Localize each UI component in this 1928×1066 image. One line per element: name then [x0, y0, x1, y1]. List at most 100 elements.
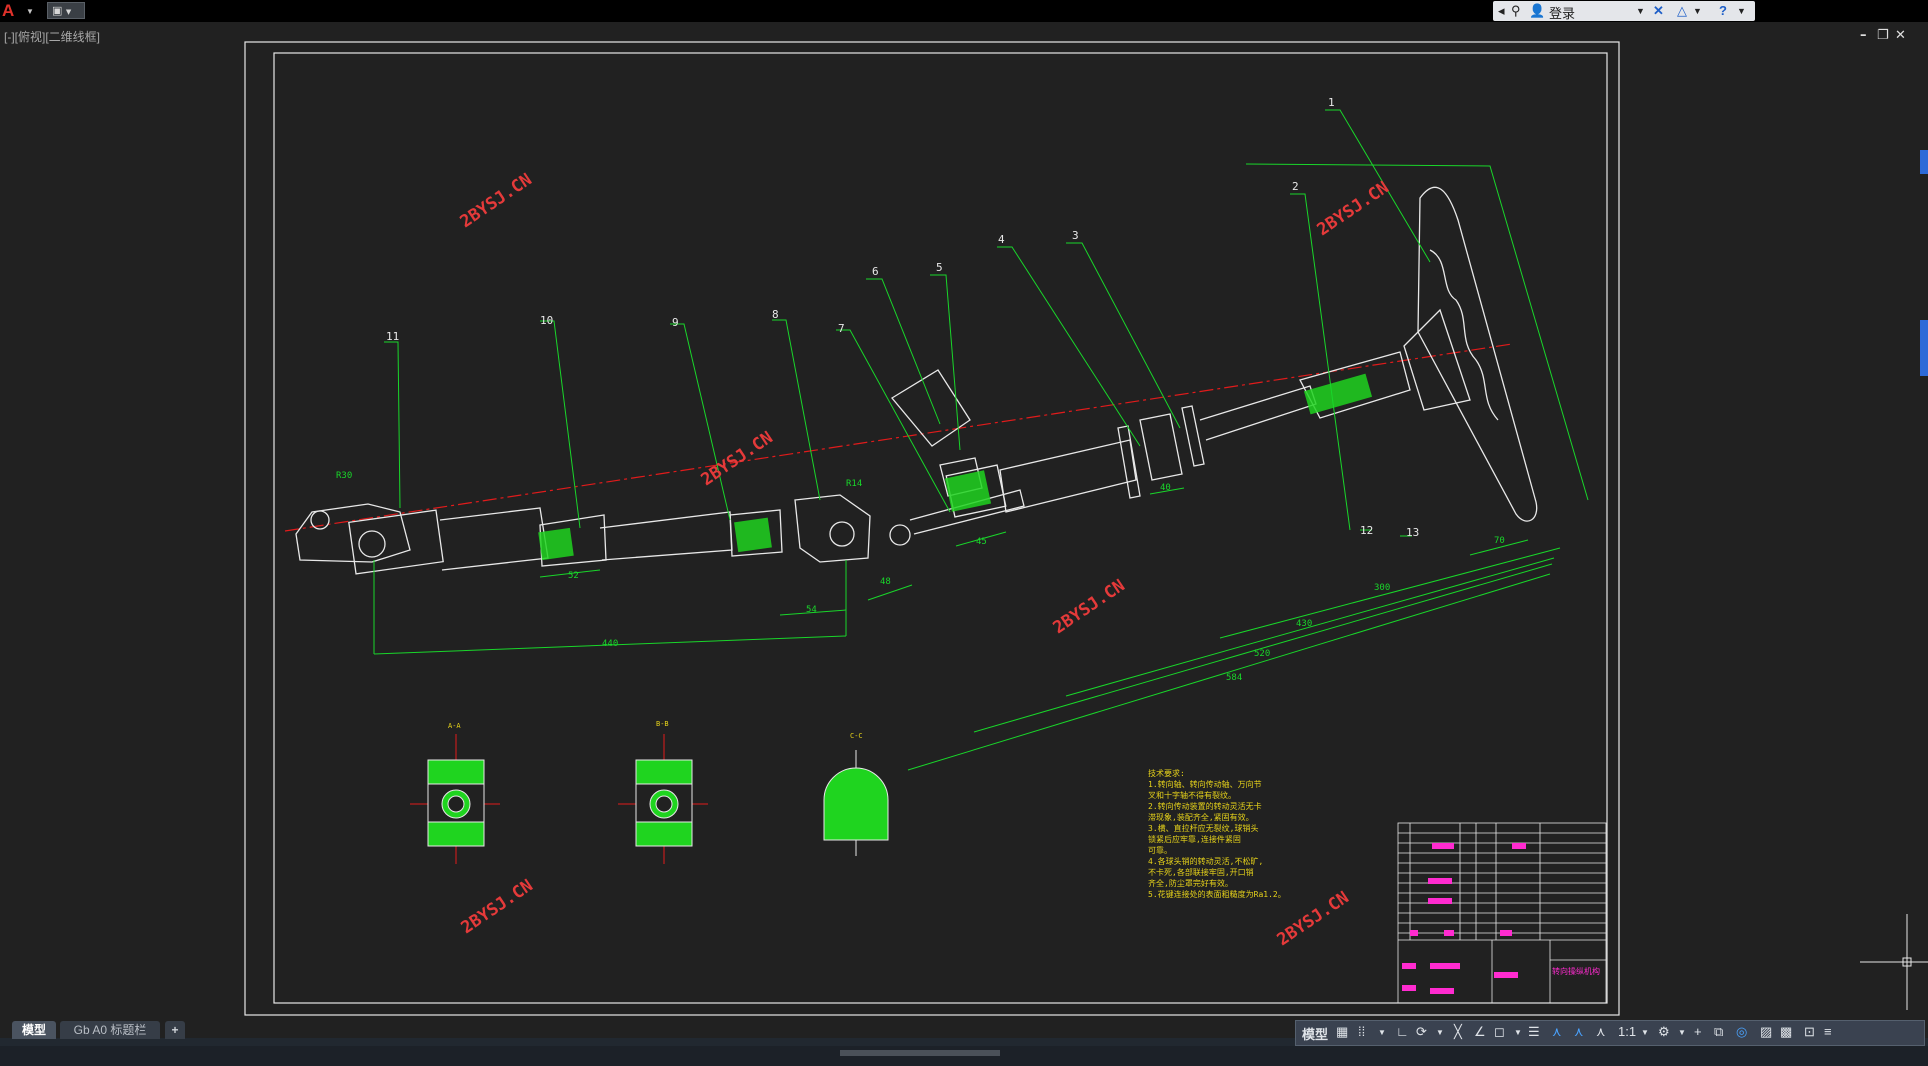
section-label: A-A [448, 722, 461, 730]
quick-access-toolbar[interactable]: ▣ ▼ [47, 2, 85, 19]
workspace-gear-icon[interactable]: ⚙ [1658, 1024, 1670, 1039]
close-icon[interactable]: ✕ [1895, 28, 1906, 43]
dimension-text: 440 [602, 639, 618, 649]
model-space-button[interactable]: 模型 [1302, 1027, 1329, 1042]
tab-model[interactable]: 模型 [12, 1021, 56, 1039]
sheet-outer-border [244, 41, 1620, 1016]
help-icon[interactable]: ? [1719, 3, 1727, 18]
dimension-text: R30 [336, 471, 352, 481]
clean-screen-icon[interactable]: ⊡ [1804, 1024, 1815, 1039]
dimension-text: 70 [1494, 536, 1505, 546]
part-number: 10 [540, 314, 553, 327]
watermarks: 2BYSJ.CN 2BYSJ.CN 2BYSJ.CN 2BYSJ.CN 2BYS… [457, 170, 1393, 950]
chevron-down-icon[interactable]: ▼ [1436, 1028, 1444, 1037]
universal-joint-2 [794, 494, 871, 563]
viewcube-fragment[interactable] [1920, 150, 1928, 174]
tech-line: 不卡死,各部联接牢固,开口销 [1148, 867, 1254, 877]
hatch-3 [944, 470, 992, 512]
chevron-down-icon[interactable]: ▼ [1378, 1028, 1386, 1037]
dimension-texts: 440 52 54 48 45 40 70 300 430 520 584 R1… [336, 471, 1505, 683]
quick-properties-icon[interactable]: ⧉ [1714, 1024, 1724, 1039]
steering-wheel-rim [1417, 186, 1538, 522]
object-snap-icon[interactable]: ◻ [1494, 1024, 1505, 1039]
snap-icon[interactable]: ⁞⁞ [1358, 1024, 1366, 1039]
part-number-labels: 1 2 3 4 5 6 7 8 9 10 11 12 13 [386, 96, 1419, 539]
a360-icon[interactable]: △ [1677, 3, 1687, 18]
dimension-text: R14 [846, 479, 862, 489]
part-number: 13 [1406, 526, 1419, 539]
title-block-drawing-name: 转向操纵机构 [1552, 966, 1600, 976]
dimension-text: 52 [568, 571, 579, 581]
chevron-down-icon[interactable]: ▼ [1678, 1028, 1686, 1037]
annotation-scale-value[interactable]: 1:1 [1618, 1024, 1637, 1039]
restore-icon[interactable]: ❐ [1877, 28, 1889, 43]
tech-line: 5.花键连接处的表面粗糙度为Ra1.2。 [1148, 889, 1286, 899]
auto-scale-icon[interactable]: ⋏ [1574, 1024, 1584, 1039]
dimension-text: 40 [1160, 483, 1171, 493]
watermark: 2BYSJ.CN [458, 876, 537, 938]
ortho-icon[interactable]: ∟ [1396, 1024, 1409, 1039]
chevron-down-icon[interactable]: ▼ [1641, 1028, 1649, 1037]
polar-tracking-icon[interactable]: ⟳ [1416, 1024, 1427, 1039]
chevron-down-icon[interactable]: ▼ [1514, 1028, 1522, 1037]
hardware-acceleration-icon[interactable]: ▨ [1760, 1024, 1773, 1039]
annotation-scale-icon[interactable]: ⋏ [1596, 1024, 1606, 1039]
universal-joint-1 [348, 509, 444, 575]
yoke-pin [358, 530, 386, 558]
section-label: C-C [850, 732, 863, 740]
chevron-down-icon[interactable]: ▼ [1737, 6, 1746, 16]
application-menu-button[interactable]: A ▼ [2, 1, 36, 21]
cursor-crosshair [1860, 914, 1928, 1010]
object-snap-tracking-icon[interactable]: ∠ [1474, 1024, 1486, 1039]
application-title-bar: A ▼ ▣ ▼ ◂ ⚲ 👤 登录 ▼ ✕ △ ▼ ? ▼ [0, 0, 1928, 22]
lock-ui-icon[interactable]: ▩ [1780, 1024, 1793, 1039]
add-layout-button[interactable]: + [165, 1021, 185, 1039]
isolate-objects-icon[interactable]: ◎ [1736, 1024, 1748, 1039]
dimension-text: 300 [1374, 583, 1390, 593]
dimension-text: 54 [806, 605, 817, 615]
dimension-lines [373, 163, 1589, 771]
customization-menu-icon[interactable]: ≡ [1824, 1024, 1832, 1039]
chevron-down-icon: ▼ [65, 8, 72, 16]
section-view-a: A-A [410, 722, 500, 864]
sheet-inner-border [273, 52, 1608, 1004]
plus-icon[interactable]: + [1694, 1024, 1702, 1039]
part-number: 5 [936, 261, 943, 274]
grid-icon[interactable]: ▦ [1336, 1024, 1349, 1039]
chevron-down-icon[interactable]: ▼ [1693, 6, 1702, 16]
part-number: 4 [998, 233, 1005, 246]
signin-button[interactable]: 登录 [1549, 6, 1576, 21]
annotation-visibility-icon[interactable]: ⋏ [1552, 1024, 1562, 1039]
part-number: 7 [838, 322, 845, 335]
section-label: B-B [656, 720, 669, 728]
navigation-bar-fragment[interactable] [1920, 320, 1928, 376]
section-view-b: B-B [618, 720, 708, 864]
wheel-hub [1403, 308, 1471, 411]
dimension-text: 48 [880, 577, 891, 587]
tech-line: 滞现象,装配齐全,紧固有效。 [1148, 812, 1254, 822]
horizontal-scrollbar[interactable] [840, 1050, 1000, 1056]
tech-line: 2.转向传动装置的转动灵活无卡 [1148, 801, 1262, 811]
isodraft-icon[interactable]: ╳ [1454, 1024, 1462, 1039]
part-number: 3 [1072, 229, 1079, 242]
minimize-icon[interactable]: – [1860, 28, 1867, 43]
flange-1 [1117, 425, 1141, 499]
part-number: 6 [872, 265, 879, 278]
part-number: 11 [386, 330, 399, 343]
part-number: 9 [672, 316, 679, 329]
joint-pin [829, 521, 855, 547]
command-line-area[interactable] [0, 1046, 1928, 1066]
tab-layout-gb-a0[interactable]: Gb A0 标题栏 [60, 1021, 160, 1039]
left-arrow-icon[interactable]: ◂ [1498, 3, 1505, 18]
viewport-controls-label[interactable]: [-][俯视][二维线框] [4, 30, 101, 44]
infocenter-bar: ◂ ⚲ 👤 登录 ▼ ✕ △ ▼ ? ▼ [1493, 1, 1755, 21]
exchange-apps-icon[interactable]: ✕ [1653, 3, 1664, 18]
intermediate-shaft [599, 511, 733, 561]
part-number: 2 [1292, 180, 1299, 193]
search-binoculars-icon[interactable]: ⚲ [1511, 3, 1521, 18]
technical-requirements: 技术要求: 1.转向轴、转向传动轴、万向节 叉和十字轴不得有裂纹。 2.转向传动… [1148, 768, 1286, 899]
section-view-c: C-C [823, 732, 889, 856]
lineweight-icon[interactable]: ☰ [1528, 1024, 1540, 1039]
chevron-down-icon[interactable]: ▼ [1636, 6, 1645, 16]
flange-2 [1181, 405, 1205, 467]
